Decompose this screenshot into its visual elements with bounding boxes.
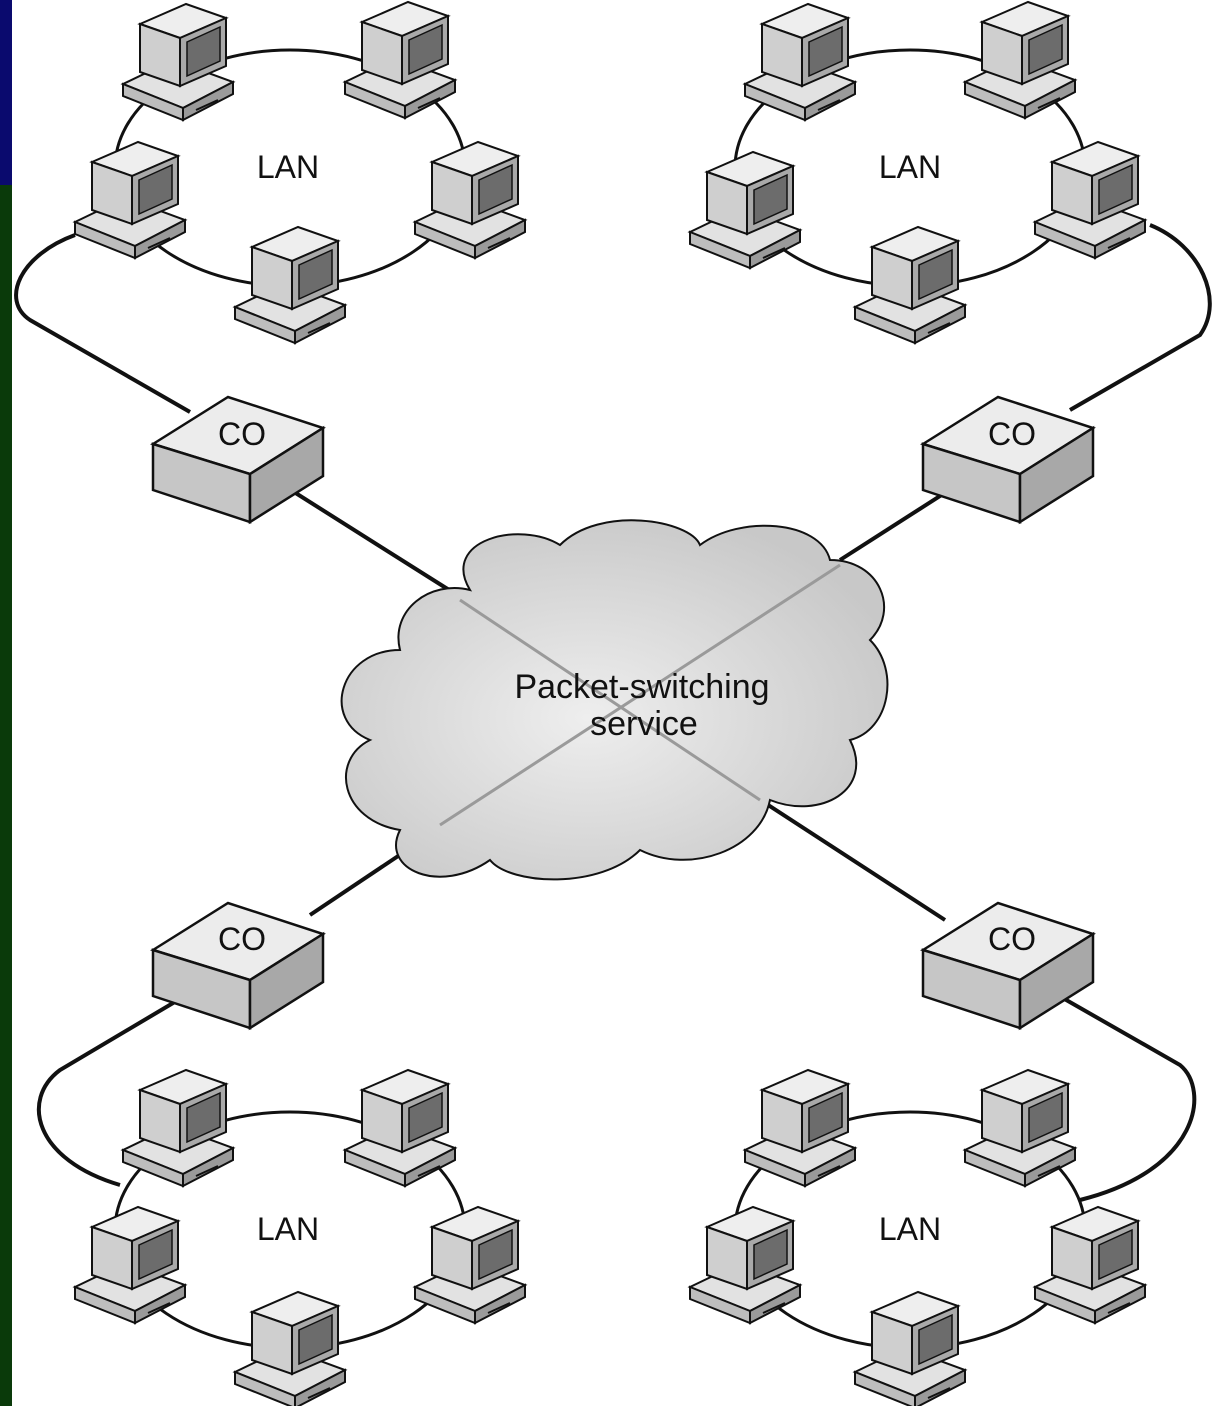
lan-groups: LAN CO LAN CO LAN CO LAN CO — [74, 1, 1146, 1406]
computer-icon — [1034, 1206, 1146, 1324]
connection-lines — [14, 223, 1212, 1202]
lan-bottom-right: LAN CO — [689, 901, 1146, 1406]
computer-icon — [854, 226, 966, 344]
computer-icon — [854, 1291, 966, 1406]
computer-icon — [964, 1, 1076, 119]
co-label: CO — [218, 416, 266, 452]
computer-icon — [344, 1, 456, 119]
connection-line — [1039, 983, 1197, 1202]
lan-label: LAN — [257, 1211, 319, 1247]
cloud-label-line2: service — [590, 705, 698, 743]
computer-icon — [74, 141, 186, 259]
computer-icon — [744, 3, 856, 121]
computer-icon — [234, 226, 346, 344]
computer-icon — [1034, 141, 1146, 259]
computer-icon — [689, 151, 801, 269]
connection-line — [36, 988, 197, 1187]
left-edge-bar — [0, 0, 12, 1406]
computer-icon — [964, 1069, 1076, 1187]
lan-label: LAN — [879, 149, 941, 185]
computer-icon — [74, 1206, 186, 1324]
computer-icon — [689, 1206, 801, 1324]
connection-line — [1069, 223, 1212, 412]
connection-line — [743, 788, 947, 922]
computer-icon — [122, 1069, 234, 1187]
computer-icon — [414, 141, 526, 259]
left-edge-bar-bottom — [0, 185, 12, 1406]
lan-bottom-left: LAN CO — [74, 901, 526, 1406]
connection-line — [273, 478, 467, 602]
connection-line — [14, 233, 191, 414]
computer-icon — [744, 1069, 856, 1187]
lan-top-right: LAN CO — [689, 1, 1146, 524]
left-edge-bar-top — [0, 0, 12, 185]
lan-label: LAN — [257, 149, 319, 185]
computer-icon — [122, 3, 234, 121]
computer-icon — [414, 1206, 526, 1324]
packet-switching-cloud: Packet-switching service — [340, 519, 889, 881]
lan-label: LAN — [879, 1211, 941, 1247]
co-label: CO — [218, 921, 266, 957]
co-label: CO — [988, 416, 1036, 452]
computer-icon — [234, 1291, 346, 1406]
computer-icon — [344, 1069, 456, 1187]
cloud-label-line1: Packet-switching — [514, 668, 769, 706]
lan-top-left: LAN CO — [74, 1, 526, 524]
co-label: CO — [988, 921, 1036, 957]
